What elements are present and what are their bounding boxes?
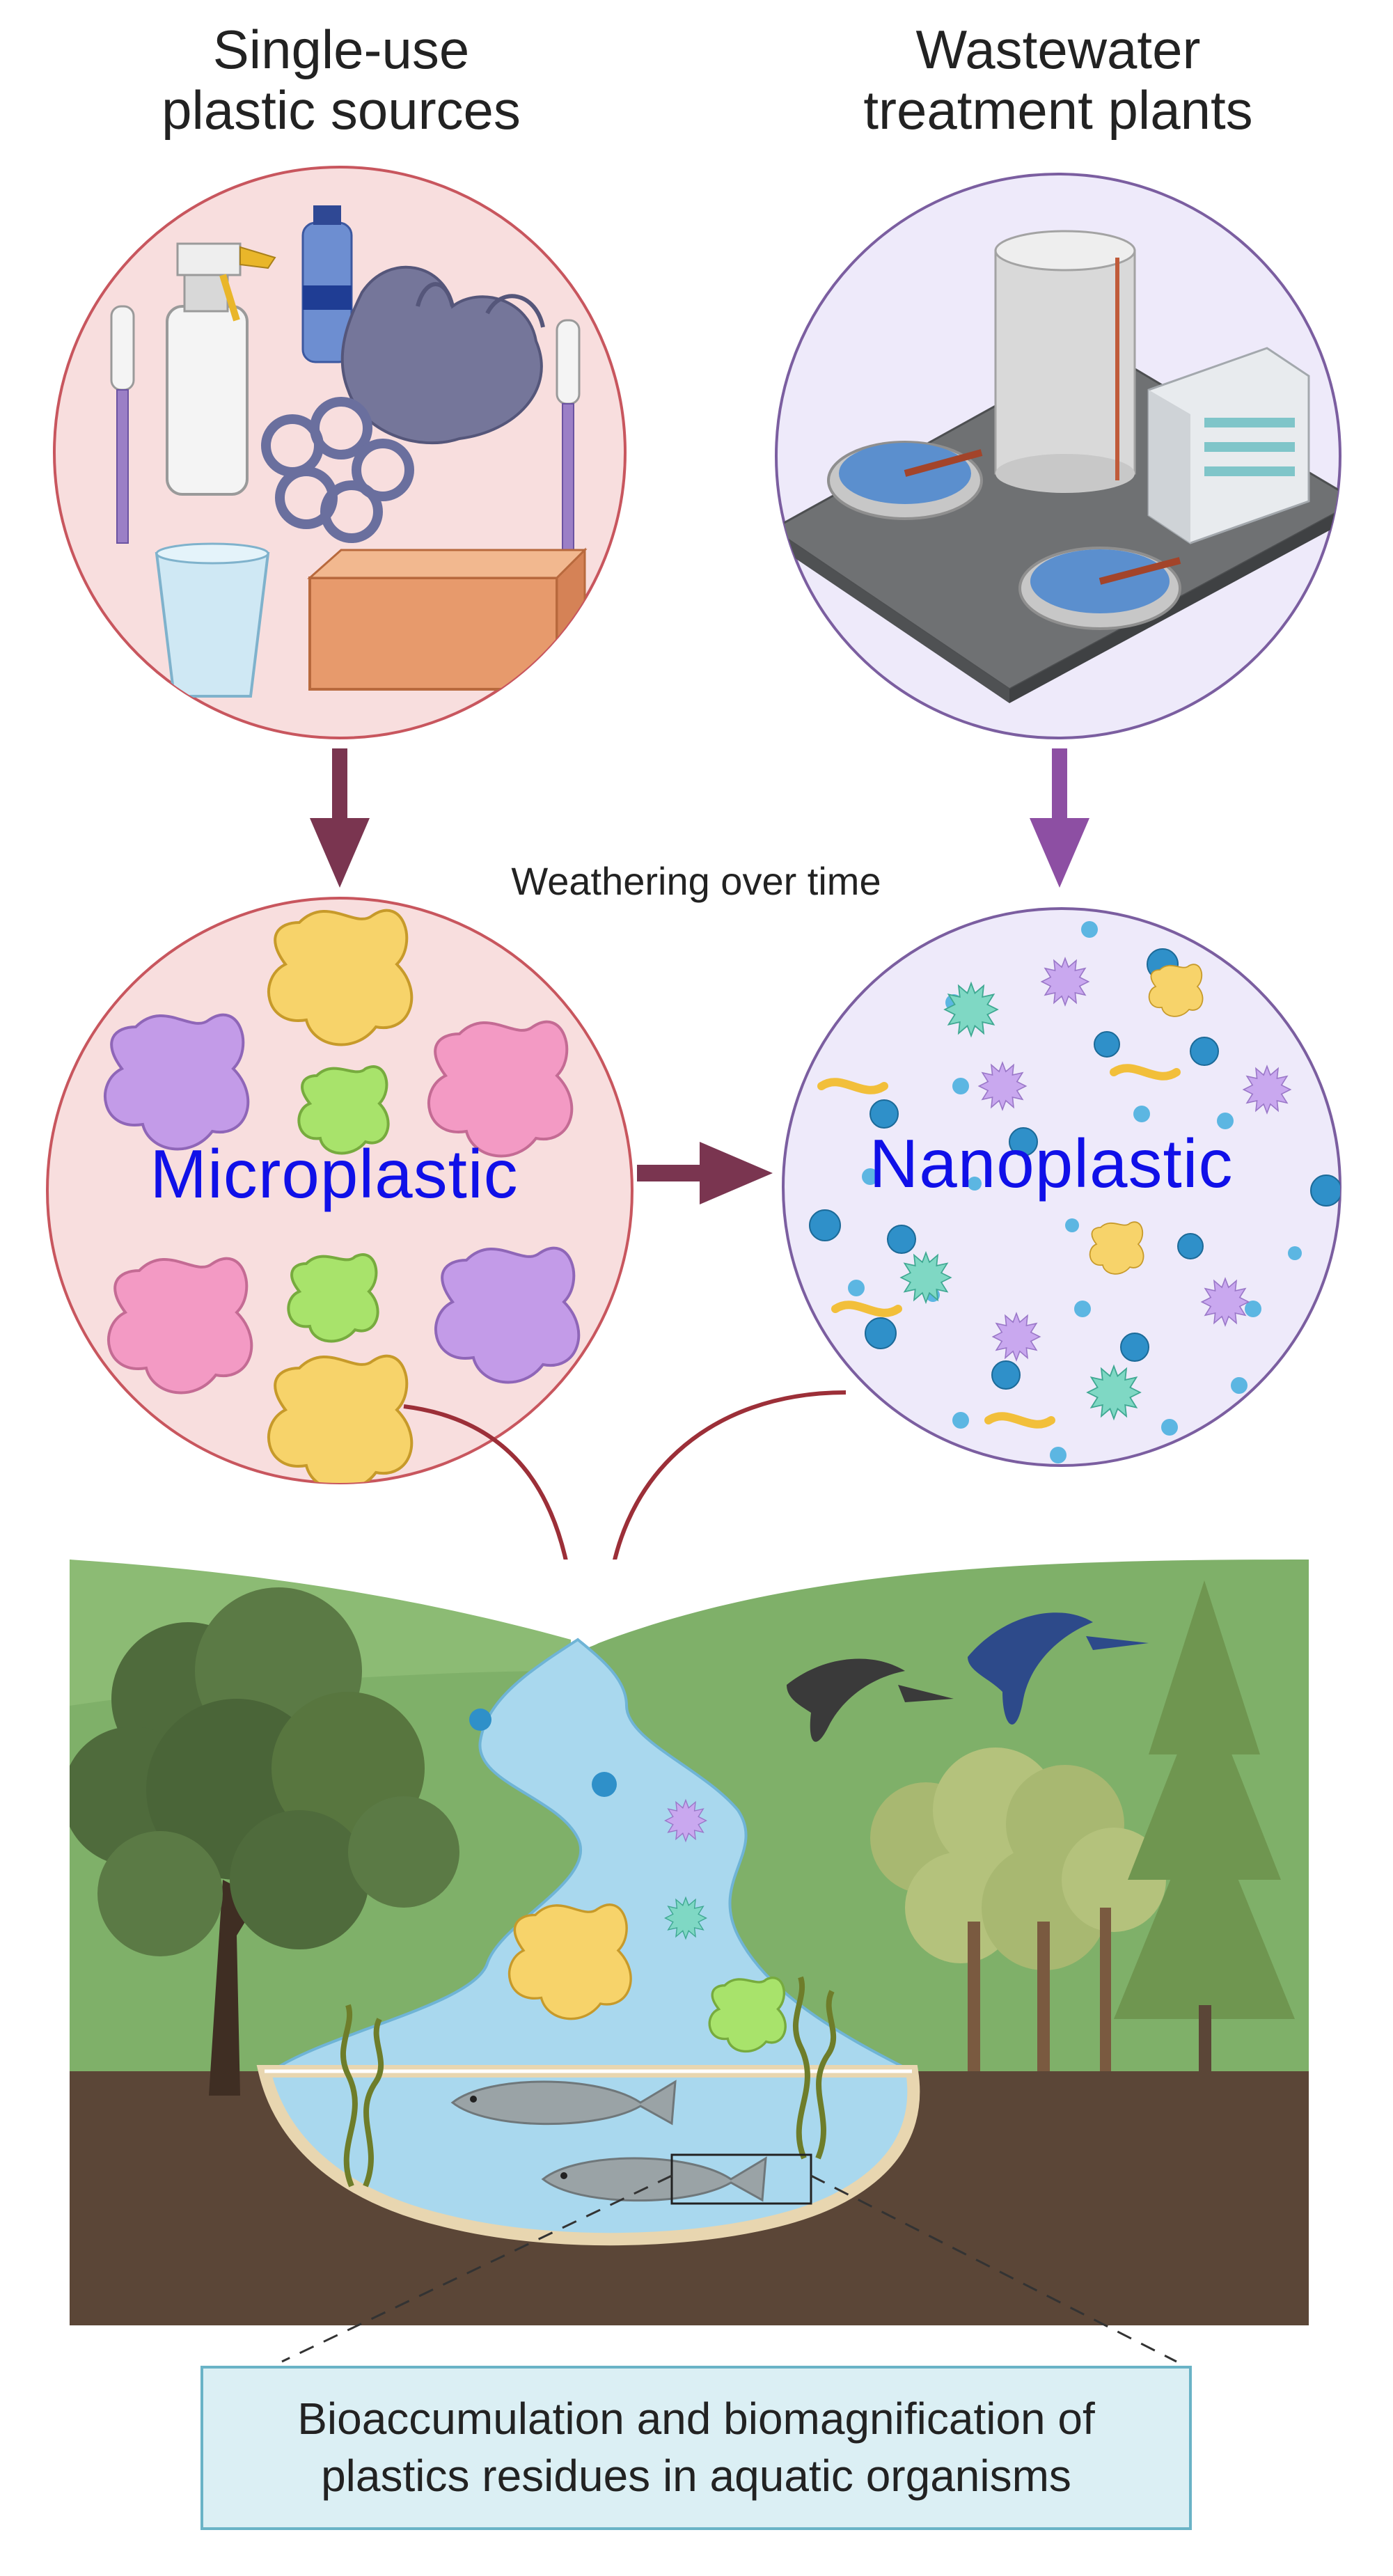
single-use-sources-circle	[53, 166, 627, 739]
water-bottle-icon	[301, 205, 353, 363]
wastewater-plant-circle	[775, 173, 1341, 739]
bioaccumulation-line2: plastics residues in aquatic organisms	[321, 2451, 1071, 2501]
clarifier-pool-right-icon	[1018, 547, 1181, 630]
wastewater-heading-line2: treatment plants	[863, 79, 1253, 141]
zoom-region-box	[670, 2153, 812, 2205]
nanoplastic-label: Nanoplastic	[869, 1125, 1234, 1202]
arrow-micro-to-nano	[637, 1142, 773, 1204]
pipette-tip-box-icon	[307, 547, 588, 692]
swallow-bird-left-icon	[787, 1658, 954, 1742]
seaweed-left-icon	[340, 2004, 384, 2188]
spray-bottle-icon	[166, 242, 276, 496]
six-pack-rings-icon	[261, 397, 414, 543]
microplastic-circle	[46, 897, 633, 1484]
plastic-bag-icon	[340, 265, 545, 445]
fish-upper-icon	[450, 2080, 677, 2126]
seaweed-right-icon	[792, 1976, 837, 2160]
plastic-cup-icon	[155, 542, 270, 698]
trees-right-icon	[870, 1580, 1295, 2071]
callout-dashed-lines	[281, 2174, 1177, 2363]
weathering-label: Weathering over time	[511, 859, 881, 903]
nanoplastic-circle	[782, 907, 1341, 1467]
single-use-heading-line1: Single-use	[212, 19, 470, 80]
bioaccumulation-line1: Bioaccumulation and biomagnification of	[297, 2394, 1095, 2444]
bioaccumulation-callout-box: Bioaccumulation and biomagnification of …	[200, 2366, 1192, 2530]
pipette-left-icon	[110, 305, 135, 544]
aquatic-landscape	[70, 1560, 1309, 2325]
wastewater-heading: Wastewater treatment plants	[801, 19, 1316, 141]
storage-tank-icon	[994, 230, 1136, 493]
single-use-heading-line2: plastic sources	[162, 79, 521, 141]
microplastic-label: Microplastic	[150, 1136, 519, 1212]
pipette-right-icon	[556, 319, 581, 565]
nanoplastic-particles	[809, 921, 1340, 1463]
arrow-wwtp-to-nanoplastic	[1030, 748, 1089, 888]
swallow-bird-right-icon	[968, 1612, 1149, 1725]
clarifier-pool-left-icon	[827, 441, 983, 520]
arrow-sources-to-microplastic	[310, 748, 370, 888]
building-icon	[1147, 347, 1310, 544]
wastewater-heading-line1: Wastewater	[915, 19, 1201, 80]
tree-left-icon	[70, 1587, 459, 2096]
fish-lower-icon	[541, 2156, 767, 2202]
single-use-sources-heading: Single-use plastic sources	[84, 19, 599, 141]
